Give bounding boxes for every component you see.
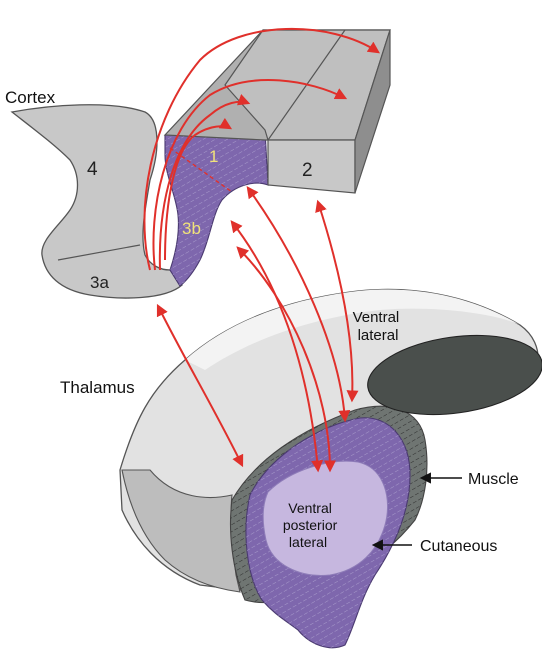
area-2-label: 2 xyxy=(302,160,313,181)
vpl-line-2: posterior xyxy=(283,517,338,533)
vpl-line-1: Ventral xyxy=(288,500,332,516)
muscle-label: Muscle xyxy=(468,471,519,488)
area-3b-label: 3b xyxy=(182,219,201,238)
area-1-label: 1 xyxy=(209,147,218,166)
ventral-lateral-label: Ventral lateral xyxy=(353,309,404,344)
area-3a-label: 3a xyxy=(90,273,109,292)
cortex-label: Cortex xyxy=(5,88,56,107)
thalamus xyxy=(120,289,542,647)
area-4-label: 4 xyxy=(87,159,98,180)
ventral-lateral-line-2: lateral xyxy=(358,327,399,344)
cutaneous-label: Cutaneous xyxy=(420,538,497,555)
vpl-line-3: lateral xyxy=(289,534,327,550)
ventral-lateral-line-1: Ventral xyxy=(353,309,400,326)
thalamus-label: Thalamus xyxy=(60,378,135,397)
